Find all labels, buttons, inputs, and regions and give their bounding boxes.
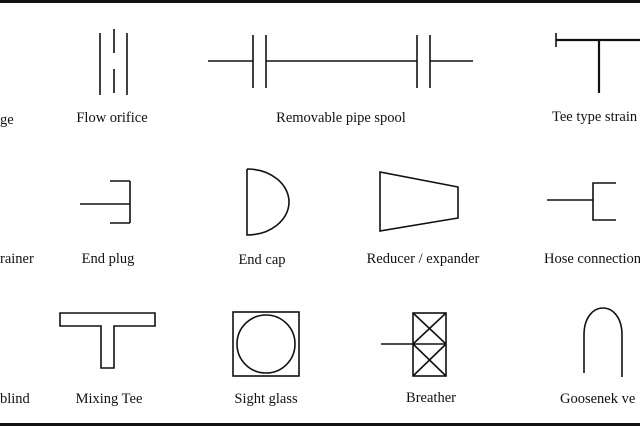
end-plug-symbol bbox=[80, 180, 131, 224]
flow-orifice-symbol bbox=[99, 29, 128, 95]
sight-glass-symbol bbox=[232, 311, 300, 377]
label-tee-type-strainer: Tee type strain bbox=[552, 109, 638, 125]
label-flange: ge bbox=[0, 112, 14, 128]
label-mixing-tee: Mixing Tee bbox=[75, 391, 143, 407]
end-cap-symbol bbox=[246, 168, 290, 236]
label-strainer: rainer bbox=[0, 251, 34, 267]
label-goosenek-vent: Goosenek ve bbox=[560, 391, 636, 407]
reducer-expander-symbol bbox=[379, 171, 459, 232]
goosenek-vent-symbol bbox=[583, 307, 623, 377]
label-reducer-expander: Reducer / expander bbox=[366, 251, 480, 267]
label-breather: Breather bbox=[406, 390, 456, 406]
tee-type-strainer-symbol bbox=[555, 33, 640, 93]
hose-connection-symbol bbox=[547, 182, 616, 221]
label-hose-connection: Hose connection bbox=[544, 251, 640, 267]
breather-symbol bbox=[381, 312, 447, 377]
label-removable-pipe-spool: Removable pipe spool bbox=[276, 110, 406, 126]
removable-pipe-spool-symbol bbox=[208, 35, 473, 88]
label-end-cap: End cap bbox=[238, 252, 286, 268]
label-flow-orifice: Flow orifice bbox=[76, 110, 148, 126]
label-sight-glass: Sight glass bbox=[234, 391, 298, 407]
symbols-canvas bbox=[59, 29, 640, 377]
mixing-tee-symbol bbox=[59, 312, 156, 369]
label-blind: blind bbox=[0, 391, 30, 407]
label-end-plug: End plug bbox=[81, 251, 135, 267]
